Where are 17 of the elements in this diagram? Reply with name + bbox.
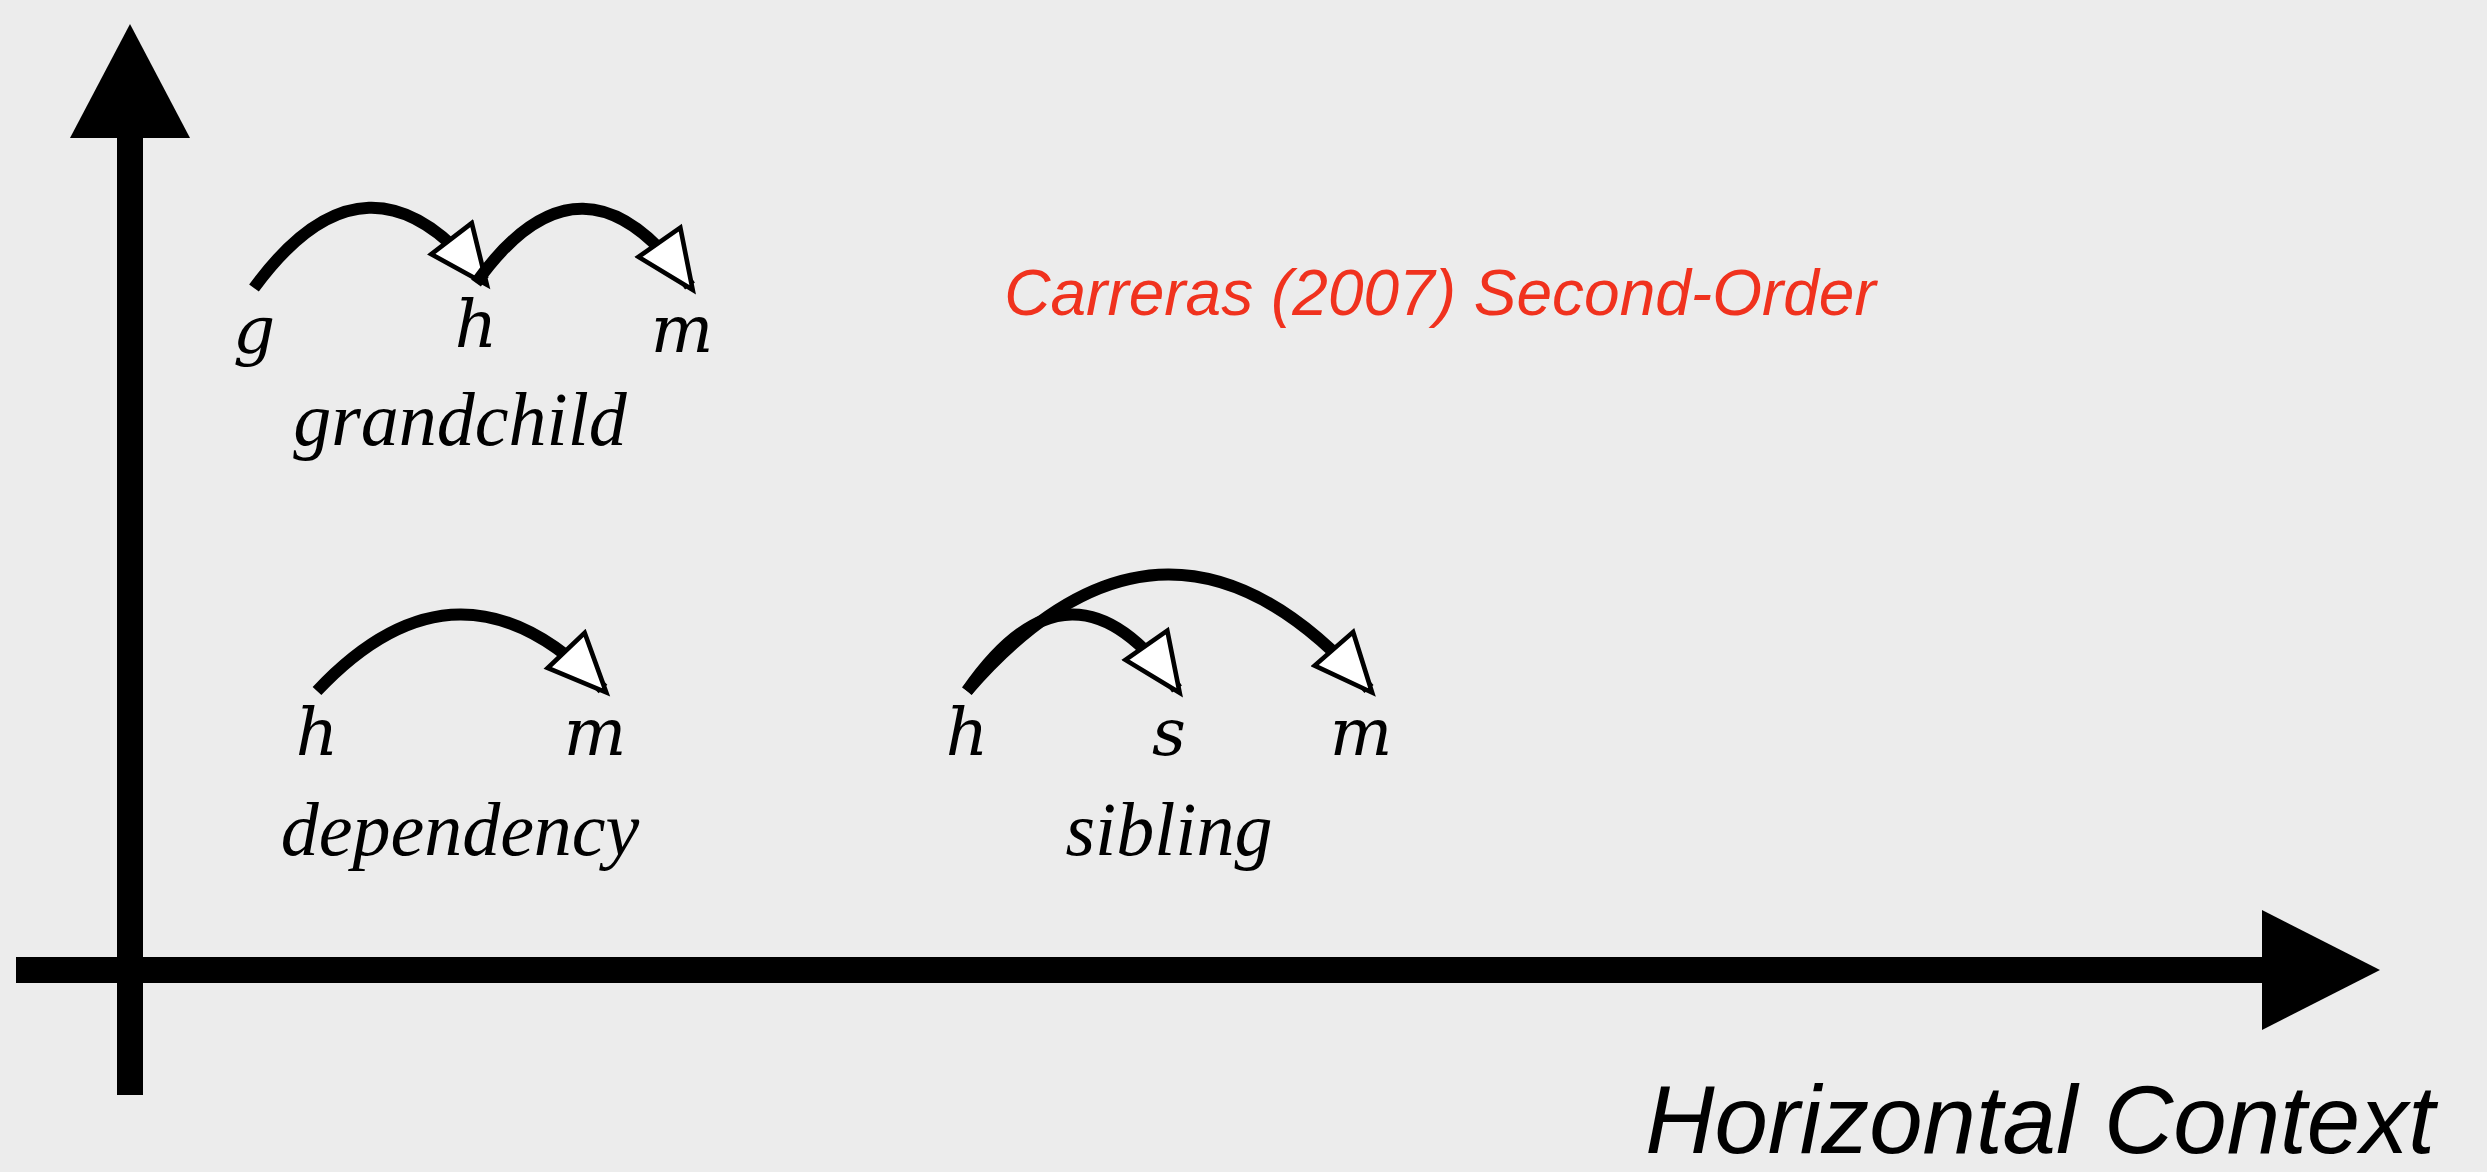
dependency-arc-arrow — [249, 201, 490, 292]
relation-caption: dependency — [280, 788, 640, 872]
variable-letter: m — [1326, 695, 1396, 771]
citation-heading: Carreras (2007) Second-Order — [1004, 257, 1876, 329]
variable-letter: m — [560, 695, 630, 771]
variable-letter: h — [441, 287, 511, 363]
dependency-arc-arrow — [312, 608, 609, 696]
dependency-arc-arrow — [471, 202, 696, 292]
relation-caption: grandchild — [293, 378, 627, 462]
relation-caption: sibling — [1065, 788, 1273, 872]
variable-letter: h — [932, 695, 1002, 771]
variable-letter: g — [219, 292, 289, 368]
dependency-arc-arrow — [962, 608, 1183, 695]
variable-letter: s — [1134, 695, 1204, 771]
variable-letter: m — [647, 292, 717, 368]
variable-letter: h — [282, 695, 352, 771]
dependency-arc-arrow — [962, 568, 1375, 696]
